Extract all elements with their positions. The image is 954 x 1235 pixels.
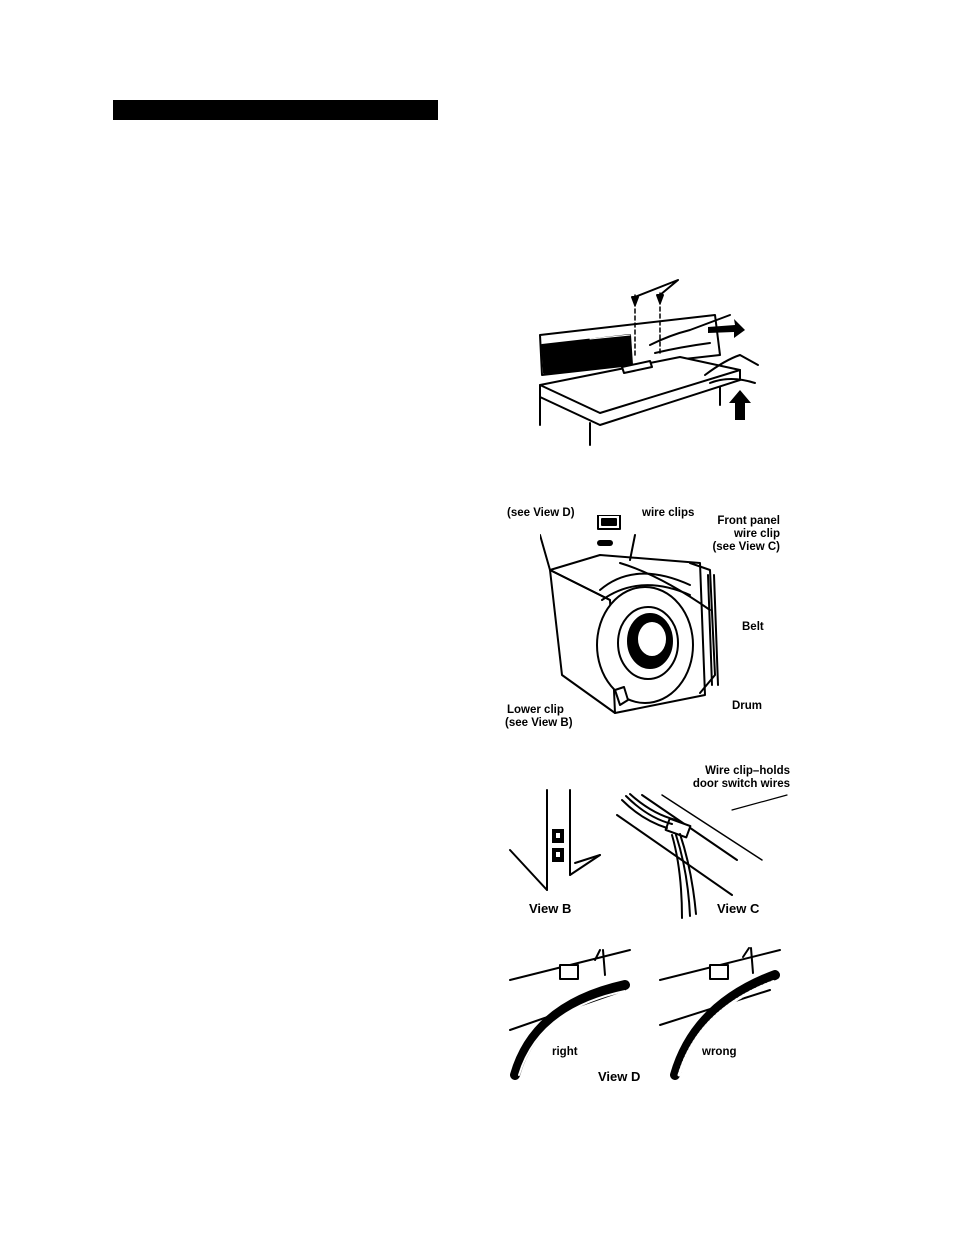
label-belt: Belt bbox=[742, 621, 764, 634]
label-wire-clips: wire clips bbox=[642, 507, 694, 520]
figure-view-c bbox=[612, 790, 797, 920]
figure-view-d-wrong bbox=[655, 945, 785, 1080]
label-wire-clip-holds-line1: Wire clip–holds bbox=[660, 765, 790, 778]
figure-lift-top bbox=[530, 275, 760, 447]
figure-view-d-right bbox=[505, 945, 640, 1080]
label-wire-clip-holds-line2: door switch wires bbox=[660, 778, 790, 791]
label-view-d: View D bbox=[598, 1070, 640, 1083]
label-wrong: wrong bbox=[702, 1046, 737, 1059]
label-right: right bbox=[552, 1046, 578, 1059]
label-view-c: View C bbox=[717, 902, 759, 915]
section-heading-bar bbox=[113, 100, 438, 120]
figure-view-b bbox=[505, 785, 605, 895]
label-front-panel-line2: wire clip bbox=[700, 528, 780, 541]
label-lower-clip-line2: (see View B) bbox=[505, 717, 573, 730]
label-front-panel-line3: (see View C) bbox=[695, 541, 780, 554]
label-front-panel-line1: Front panel bbox=[700, 515, 780, 528]
label-view-b: View B bbox=[529, 902, 571, 915]
label-see-view-d: (see View D) bbox=[507, 507, 575, 520]
label-drum: Drum bbox=[732, 700, 762, 713]
label-lower-clip-line1: Lower clip bbox=[507, 704, 564, 717]
